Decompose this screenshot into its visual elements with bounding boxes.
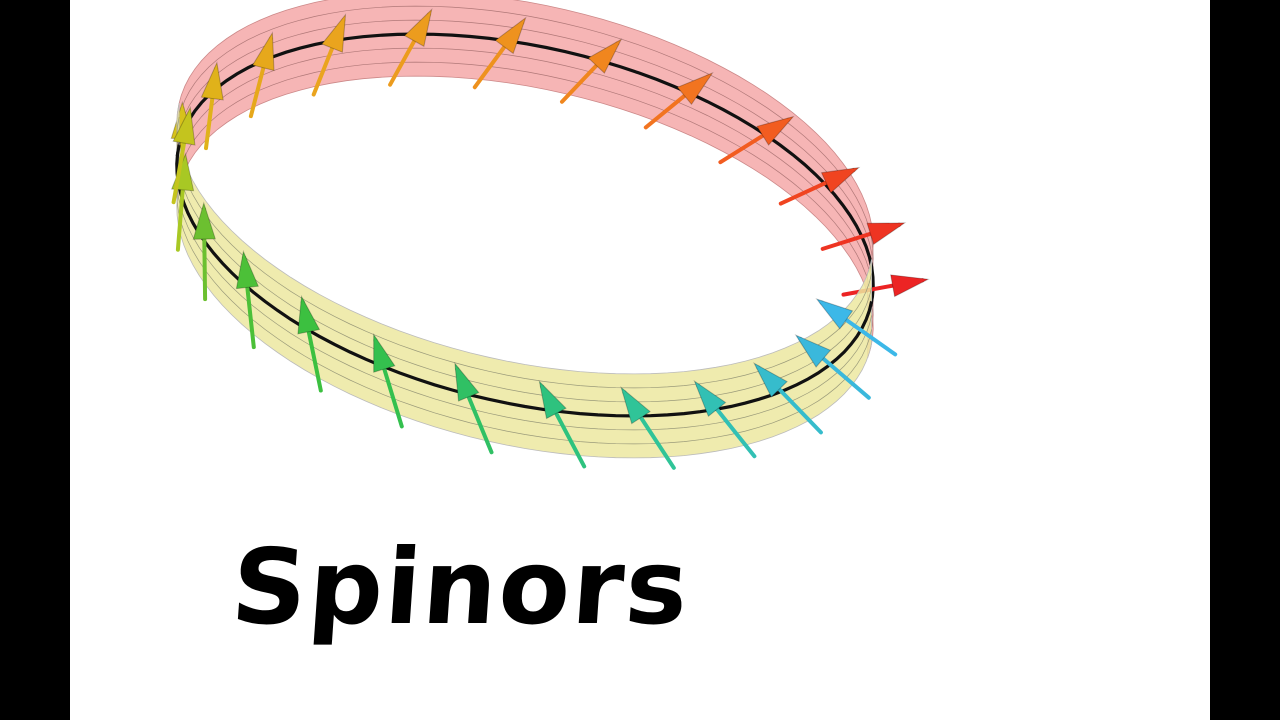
- spinor-arrow: [235, 249, 260, 350]
- arrow-head: [373, 332, 396, 373]
- spinor-arrow: [841, 274, 930, 298]
- arrow-head: [494, 16, 527, 55]
- arrow-head: [251, 31, 275, 72]
- arrow-head: [620, 386, 651, 425]
- spinor-arrow: [820, 222, 907, 251]
- spinor-arrow: [472, 16, 527, 90]
- arrow-head: [235, 249, 260, 290]
- page-title: Spinors: [227, 526, 694, 648]
- spinor-arrow: [538, 379, 587, 469]
- spinor-arrow: [297, 294, 323, 393]
- spinor-arrow: [560, 38, 623, 104]
- spinor-arrow: [454, 361, 494, 455]
- spinor-arrow: [815, 298, 898, 357]
- spinor-arrow: [693, 379, 757, 459]
- arrow-head: [403, 8, 433, 48]
- arrow-head: [172, 105, 196, 146]
- arrow-head: [753, 362, 788, 398]
- arrow-head: [297, 294, 321, 335]
- band-back-gridline: [176, 47, 874, 330]
- arrow-head: [866, 222, 907, 246]
- illustration-canvas: Spinors: [70, 0, 1210, 720]
- band-back-gridline: [176, 5, 874, 288]
- spinor-arrow: [171, 105, 196, 205]
- spinor-arrow: [373, 332, 404, 429]
- arrow-head: [756, 115, 795, 146]
- arrow-head: [192, 201, 216, 240]
- arrow-head: [815, 298, 854, 330]
- mobius-strip-diagram: [170, 0, 930, 470]
- spinor-arrow: [718, 115, 795, 165]
- spinor-arrow: [388, 8, 433, 87]
- band-back-gridline: [176, 19, 874, 302]
- spinor-arrow: [311, 13, 347, 97]
- arrow-group-front: [170, 105, 898, 470]
- arrow-head: [454, 361, 480, 402]
- arrow-head: [200, 61, 224, 101]
- arrow-head: [587, 38, 623, 74]
- spinor-arrow: [794, 334, 871, 400]
- spinor-arrow: [192, 201, 216, 302]
- arrow-group-back: [170, 8, 930, 298]
- band-back-gridline: [176, 61, 874, 344]
- arrow-head: [538, 379, 567, 420]
- arrow-head: [794, 334, 832, 368]
- arrow-head: [693, 379, 727, 418]
- spinor-arrow: [753, 362, 823, 435]
- band-back-centerline: [175, 32, 875, 317]
- arrow-head: [820, 166, 861, 194]
- spinor-arrow: [620, 386, 676, 470]
- arrow-head: [890, 274, 930, 298]
- arrow-head: [321, 13, 347, 53]
- spinor-arrow: [200, 61, 224, 151]
- spinor-arrow: [643, 71, 714, 130]
- spinor-arrow: [778, 166, 861, 206]
- arrow-head: [676, 71, 714, 106]
- spinor-arrow: [248, 31, 275, 119]
